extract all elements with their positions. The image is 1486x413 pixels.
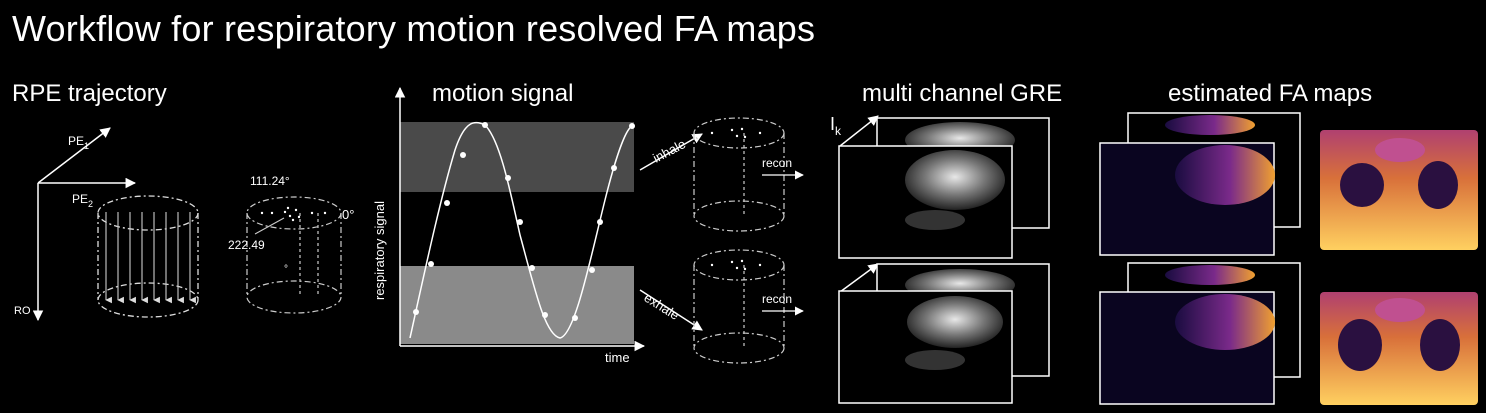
angle-label-111: 111.24°	[250, 174, 290, 188]
bin-cylinder-inhale	[693, 117, 785, 232]
section-label-motion: motion signal	[432, 80, 574, 107]
fa-stack-bottom	[1099, 262, 1301, 405]
section-label-rpe: RPE trajectory	[12, 80, 167, 107]
axis-label-pe1: PE1	[68, 134, 89, 151]
bin-cylinder-exhale	[693, 249, 785, 364]
page-title: Workflow for respiratory motion resolved…	[12, 8, 816, 49]
recon-label-1: recon	[762, 156, 792, 170]
band-inhale	[400, 122, 634, 192]
recon-label-2: recon	[762, 292, 792, 306]
axis-label-ro: RO	[14, 305, 31, 317]
angle-leader-line	[254, 217, 285, 235]
rpe-readout-lines	[105, 212, 196, 304]
section-label-gre: multi channel GRE	[862, 80, 1063, 107]
rpe-cylinder	[97, 195, 199, 318]
channel-label: Ik	[830, 114, 842, 138]
axis-label-pe2: PE2	[72, 192, 93, 209]
section-label-fa: estimated FA maps	[1168, 80, 1373, 107]
motion-axes	[394, 86, 646, 352]
inhale-label: inhale	[650, 136, 688, 166]
fa-map-inhale	[1320, 130, 1478, 250]
motion-ylabel: respiratory signal	[372, 201, 387, 300]
angle-label-222: 222.49	[228, 238, 265, 252]
motion-xlabel: time	[605, 350, 630, 365]
inhale-arrow	[639, 133, 703, 171]
fa-map-exhale	[1320, 292, 1478, 405]
angle-cylinder	[246, 196, 342, 314]
respiratory-curve	[409, 121, 633, 339]
sample-points	[413, 122, 635, 321]
exhale-label: exhale	[641, 290, 681, 323]
angle-label-deg: °	[284, 264, 288, 275]
fa-stack-top	[1099, 112, 1301, 256]
bin-points	[710, 127, 762, 271]
angle-label-0: 0°	[342, 207, 354, 222]
gre-stack-top	[838, 115, 1050, 259]
angle-points	[260, 206, 327, 222]
exhale-arrow	[639, 289, 703, 331]
band-exhale	[400, 266, 634, 344]
gre-stack-bottom	[838, 263, 1050, 404]
rpe-axes	[32, 127, 137, 322]
